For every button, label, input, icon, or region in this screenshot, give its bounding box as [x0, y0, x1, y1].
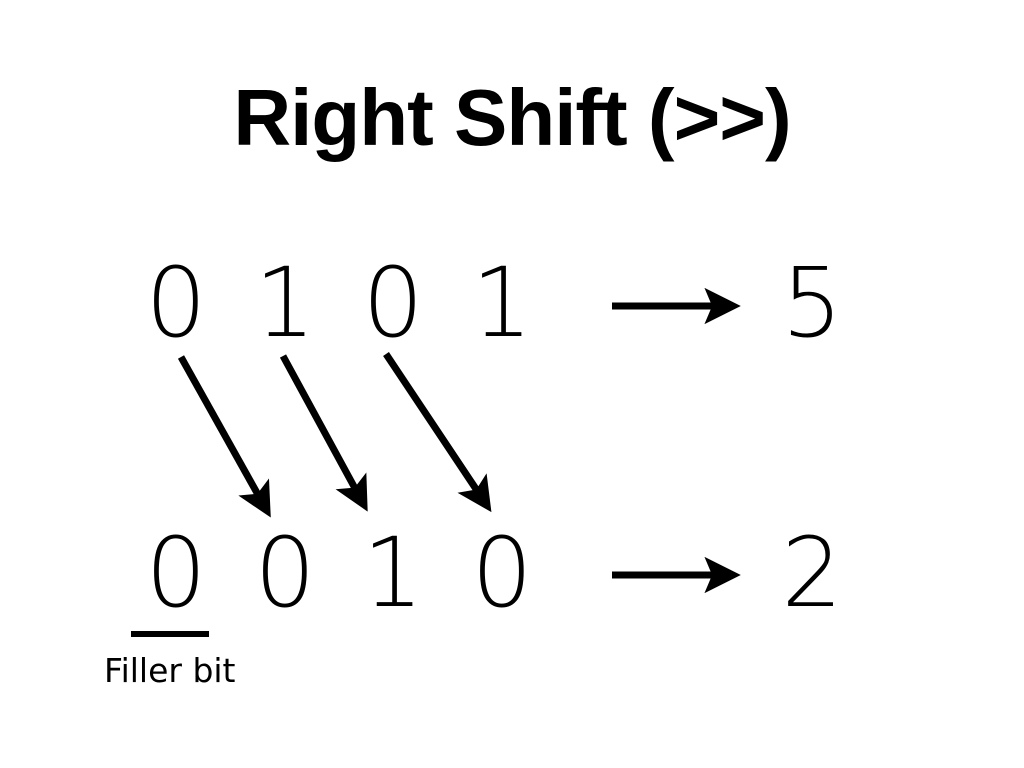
- input-decimal-value: 5: [781, 247, 843, 359]
- shift-arrow-0: [177, 355, 271, 518]
- filler-bit-underline: [131, 631, 209, 637]
- input-bit-2: 0: [362, 247, 424, 359]
- input-bit-1: 1: [254, 247, 316, 359]
- filler-bit-label: Filler bit: [104, 651, 236, 690]
- input-bit-row: 0 1 0 1 5: [0, 255, 1024, 355]
- output-bit-3: 0: [471, 517, 533, 629]
- page-title: Right Shift (>>): [233, 73, 791, 162]
- output-bit-2: 1: [362, 517, 424, 629]
- output-bit-0: 0: [145, 517, 207, 629]
- shift-arrow-1: [279, 354, 368, 512]
- output-bit-row: 0 0 1 0 2: [0, 525, 1024, 625]
- input-bit-3: 1: [471, 247, 533, 359]
- shift-arrow-2: [383, 352, 492, 513]
- input-bit-0: 0: [145, 247, 207, 359]
- output-decimal-value: 2: [781, 517, 843, 629]
- output-bit-1: 0: [254, 517, 316, 629]
